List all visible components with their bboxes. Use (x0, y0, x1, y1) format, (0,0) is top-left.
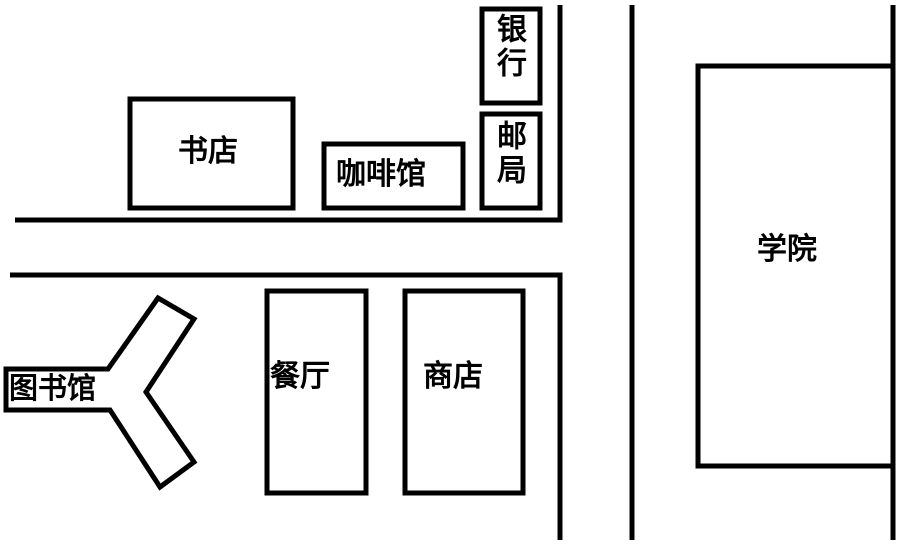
shop-building (402, 288, 526, 496)
cafe-label: 咖啡馆 (336, 157, 426, 192)
road-lower-edge (10, 272, 563, 540)
road-upper-edge (15, 5, 563, 223)
shop-label: 商店 (423, 359, 483, 394)
library-label: 图书馆 (9, 371, 97, 405)
bank-label: 银行 (491, 13, 526, 81)
academy-building (695, 63, 896, 469)
academy-label: 学院 (757, 232, 817, 267)
post-office-label: 邮局 (491, 120, 526, 188)
restaurant-label: 餐厅 (270, 359, 330, 394)
post-office-building (479, 111, 543, 211)
bookstore-building (127, 96, 296, 211)
restaurant-building (264, 288, 369, 496)
bank-building (479, 6, 543, 106)
library-building (3, 294, 198, 491)
cafe-building (321, 141, 466, 211)
bookstore-label: 书店 (178, 134, 238, 169)
